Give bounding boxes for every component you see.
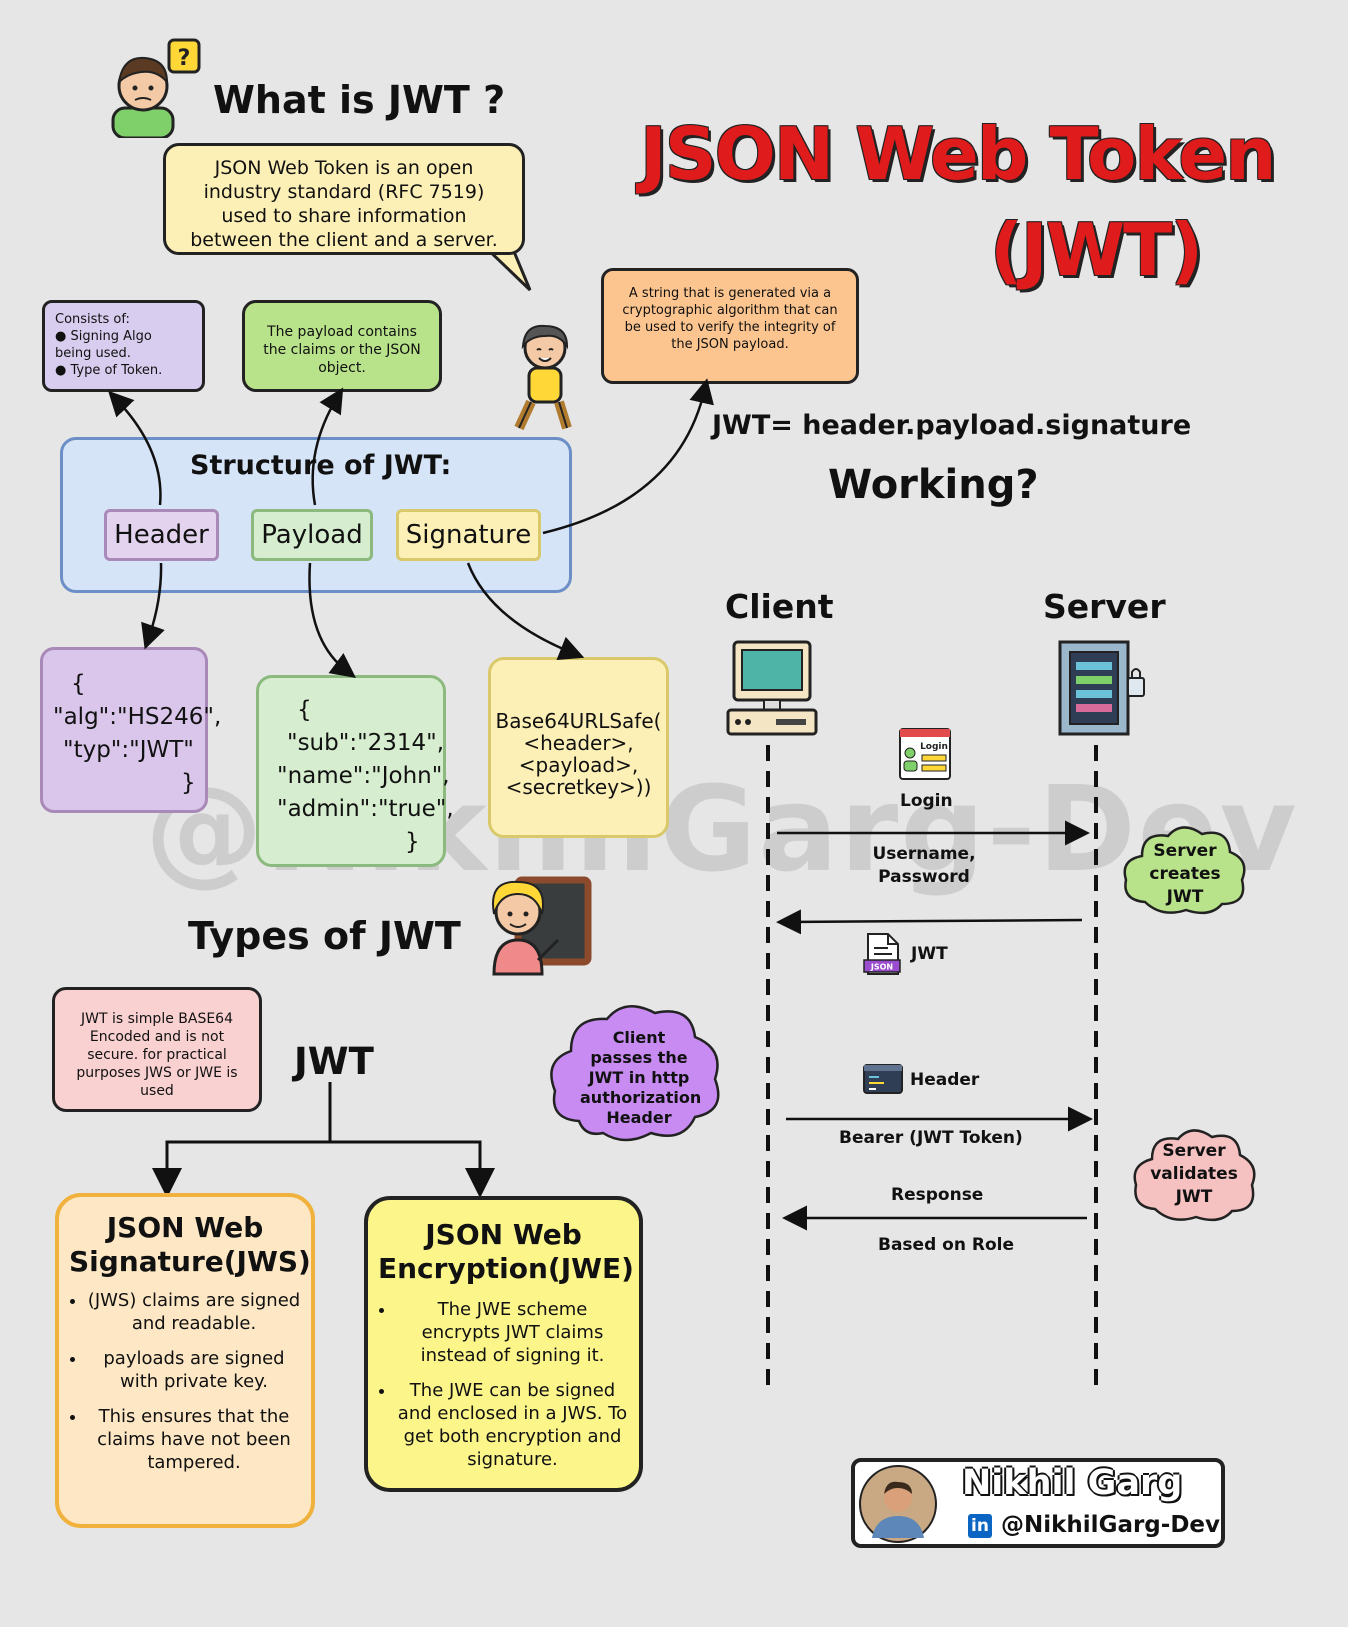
structure-arrows bbox=[108, 378, 714, 678]
author-name: Nikhil Garg bbox=[962, 1463, 1183, 1503]
jwe-title: JSON Web Encryption(JWE) bbox=[378, 1218, 634, 1285]
thinking-person-icon: ? bbox=[111, 38, 201, 138]
bearer-label: Bearer (JWT Token) bbox=[839, 1128, 1023, 1148]
header-note-item: ● Signing Algo being used. bbox=[55, 329, 152, 361]
main-title-line2: (JWT) bbox=[990, 208, 1203, 292]
server-icon bbox=[1058, 640, 1145, 736]
header-part: Header bbox=[104, 509, 219, 561]
payload-json-line: "sub":"2314", bbox=[287, 730, 445, 756]
jws-point: This ensures that the claims have not be… bbox=[87, 1405, 301, 1474]
working-heading: Working? bbox=[828, 462, 1039, 508]
jws-box: JSON Web Signature(JWS) (JWS) claims are… bbox=[55, 1193, 315, 1528]
what-is-bubble: JSON Web Token is an open industry stand… bbox=[163, 143, 525, 255]
types-heading: Types of JWT bbox=[188, 914, 461, 958]
sitting-person-icon bbox=[514, 324, 572, 431]
signature-code-box: Base64URLSafe( <header>, <payload>, <sec… bbox=[488, 657, 669, 838]
payload-part: Payload bbox=[251, 509, 373, 561]
payload-json-line: "name":"John", bbox=[277, 763, 450, 789]
structure-heading: Structure of JWT: bbox=[190, 450, 452, 481]
header-json-line: "typ":"JWT" bbox=[63, 737, 194, 763]
payload-json-line: } bbox=[405, 829, 420, 855]
jwe-point: The JWE can be signed and enclosed in a … bbox=[396, 1379, 629, 1471]
payload-note: The payload contains the claims or the J… bbox=[242, 300, 442, 392]
header-label: Header bbox=[910, 1070, 980, 1090]
header-note: Consists of: ● Signing Algo being used. … bbox=[42, 300, 205, 392]
server-label: Server bbox=[1043, 587, 1166, 626]
based-on-role-label: Based on Role bbox=[878, 1235, 1014, 1255]
server-creates-text: Server creates JWT bbox=[1149, 841, 1221, 907]
signature-part: Signature bbox=[396, 509, 541, 561]
author-handle[interactable]: @NikhilGarg-Dev bbox=[1001, 1512, 1221, 1538]
credentials-label: Username, Password bbox=[872, 844, 976, 887]
what-is-heading: What is JWT ? bbox=[213, 78, 506, 122]
svg-text:?: ? bbox=[178, 46, 191, 71]
signature-code-line: <secretkey>)) bbox=[505, 775, 652, 799]
server-validates-text: Server validates JWT bbox=[1150, 1141, 1238, 1207]
jws-title: JSON Web Signature(JWS) bbox=[69, 1211, 311, 1278]
login-icon-text: Login bbox=[920, 742, 948, 752]
server-validates-cloud bbox=[1133, 1129, 1256, 1222]
header-json-box: { "alg":"HS246", "typ":"JWT" } bbox=[40, 647, 222, 813]
payload-json-box: { "sub":"2314", "name":"John", "admin":"… bbox=[256, 675, 454, 867]
jwt-root-label: JWT bbox=[294, 1040, 374, 1083]
main-title-line1: JSON Web Token bbox=[640, 112, 1277, 196]
header-json-line: "alg":"HS246", bbox=[53, 704, 222, 730]
types-note: JWT is simple BASE64 Encoded and is not … bbox=[52, 987, 262, 1112]
terminal-icon bbox=[863, 1064, 903, 1094]
client-passes-text: Client passes the JWT in http authorizat… bbox=[580, 1028, 702, 1127]
jws-point: payloads are signed with private key. bbox=[87, 1347, 301, 1393]
jwe-box: JSON Web Encryption(JWE) The JWE scheme … bbox=[364, 1196, 643, 1492]
payload-json-line: "admin":"true", bbox=[277, 796, 454, 822]
author-avatar bbox=[859, 1465, 937, 1543]
teacher-icon bbox=[492, 876, 592, 976]
login-window-icon: Login bbox=[899, 728, 951, 780]
signature-code-line: <payload>, bbox=[518, 753, 639, 777]
jws-point: (JWS) claims are signed and readable. bbox=[87, 1289, 301, 1335]
header-note-title: Consists of: bbox=[55, 312, 130, 327]
jwt-formula: JWT= header.payload.signature bbox=[712, 410, 1192, 441]
header-json-line: { bbox=[71, 671, 86, 697]
login-label: Login bbox=[900, 791, 953, 811]
header-note-item: ● Type of Token. bbox=[55, 363, 163, 378]
sequence-lines bbox=[766, 745, 1098, 1395]
signature-note: A string that is generated via a cryptog… bbox=[601, 268, 859, 384]
signature-code-line: <header>, bbox=[523, 731, 634, 755]
json-file-icon: JSON bbox=[863, 933, 901, 975]
computer-icon bbox=[726, 640, 818, 736]
header-json-line: } bbox=[181, 770, 196, 796]
signature-code-line: Base64URLSafe( bbox=[495, 709, 662, 733]
client-passes-cloud bbox=[550, 1005, 720, 1142]
jwt-response-label: JWT bbox=[911, 944, 948, 964]
server-creates-cloud bbox=[1123, 826, 1246, 915]
client-label: Client bbox=[725, 587, 834, 626]
json-icon-text: JSON bbox=[870, 963, 893, 972]
types-tree-arrows bbox=[152, 1082, 495, 1198]
jwe-point: The JWE scheme encrypts JWT claims inste… bbox=[396, 1298, 629, 1367]
payload-json-line: { bbox=[297, 697, 312, 723]
linkedin-icon[interactable]: in bbox=[968, 1514, 992, 1538]
response-label: Response bbox=[891, 1185, 984, 1205]
